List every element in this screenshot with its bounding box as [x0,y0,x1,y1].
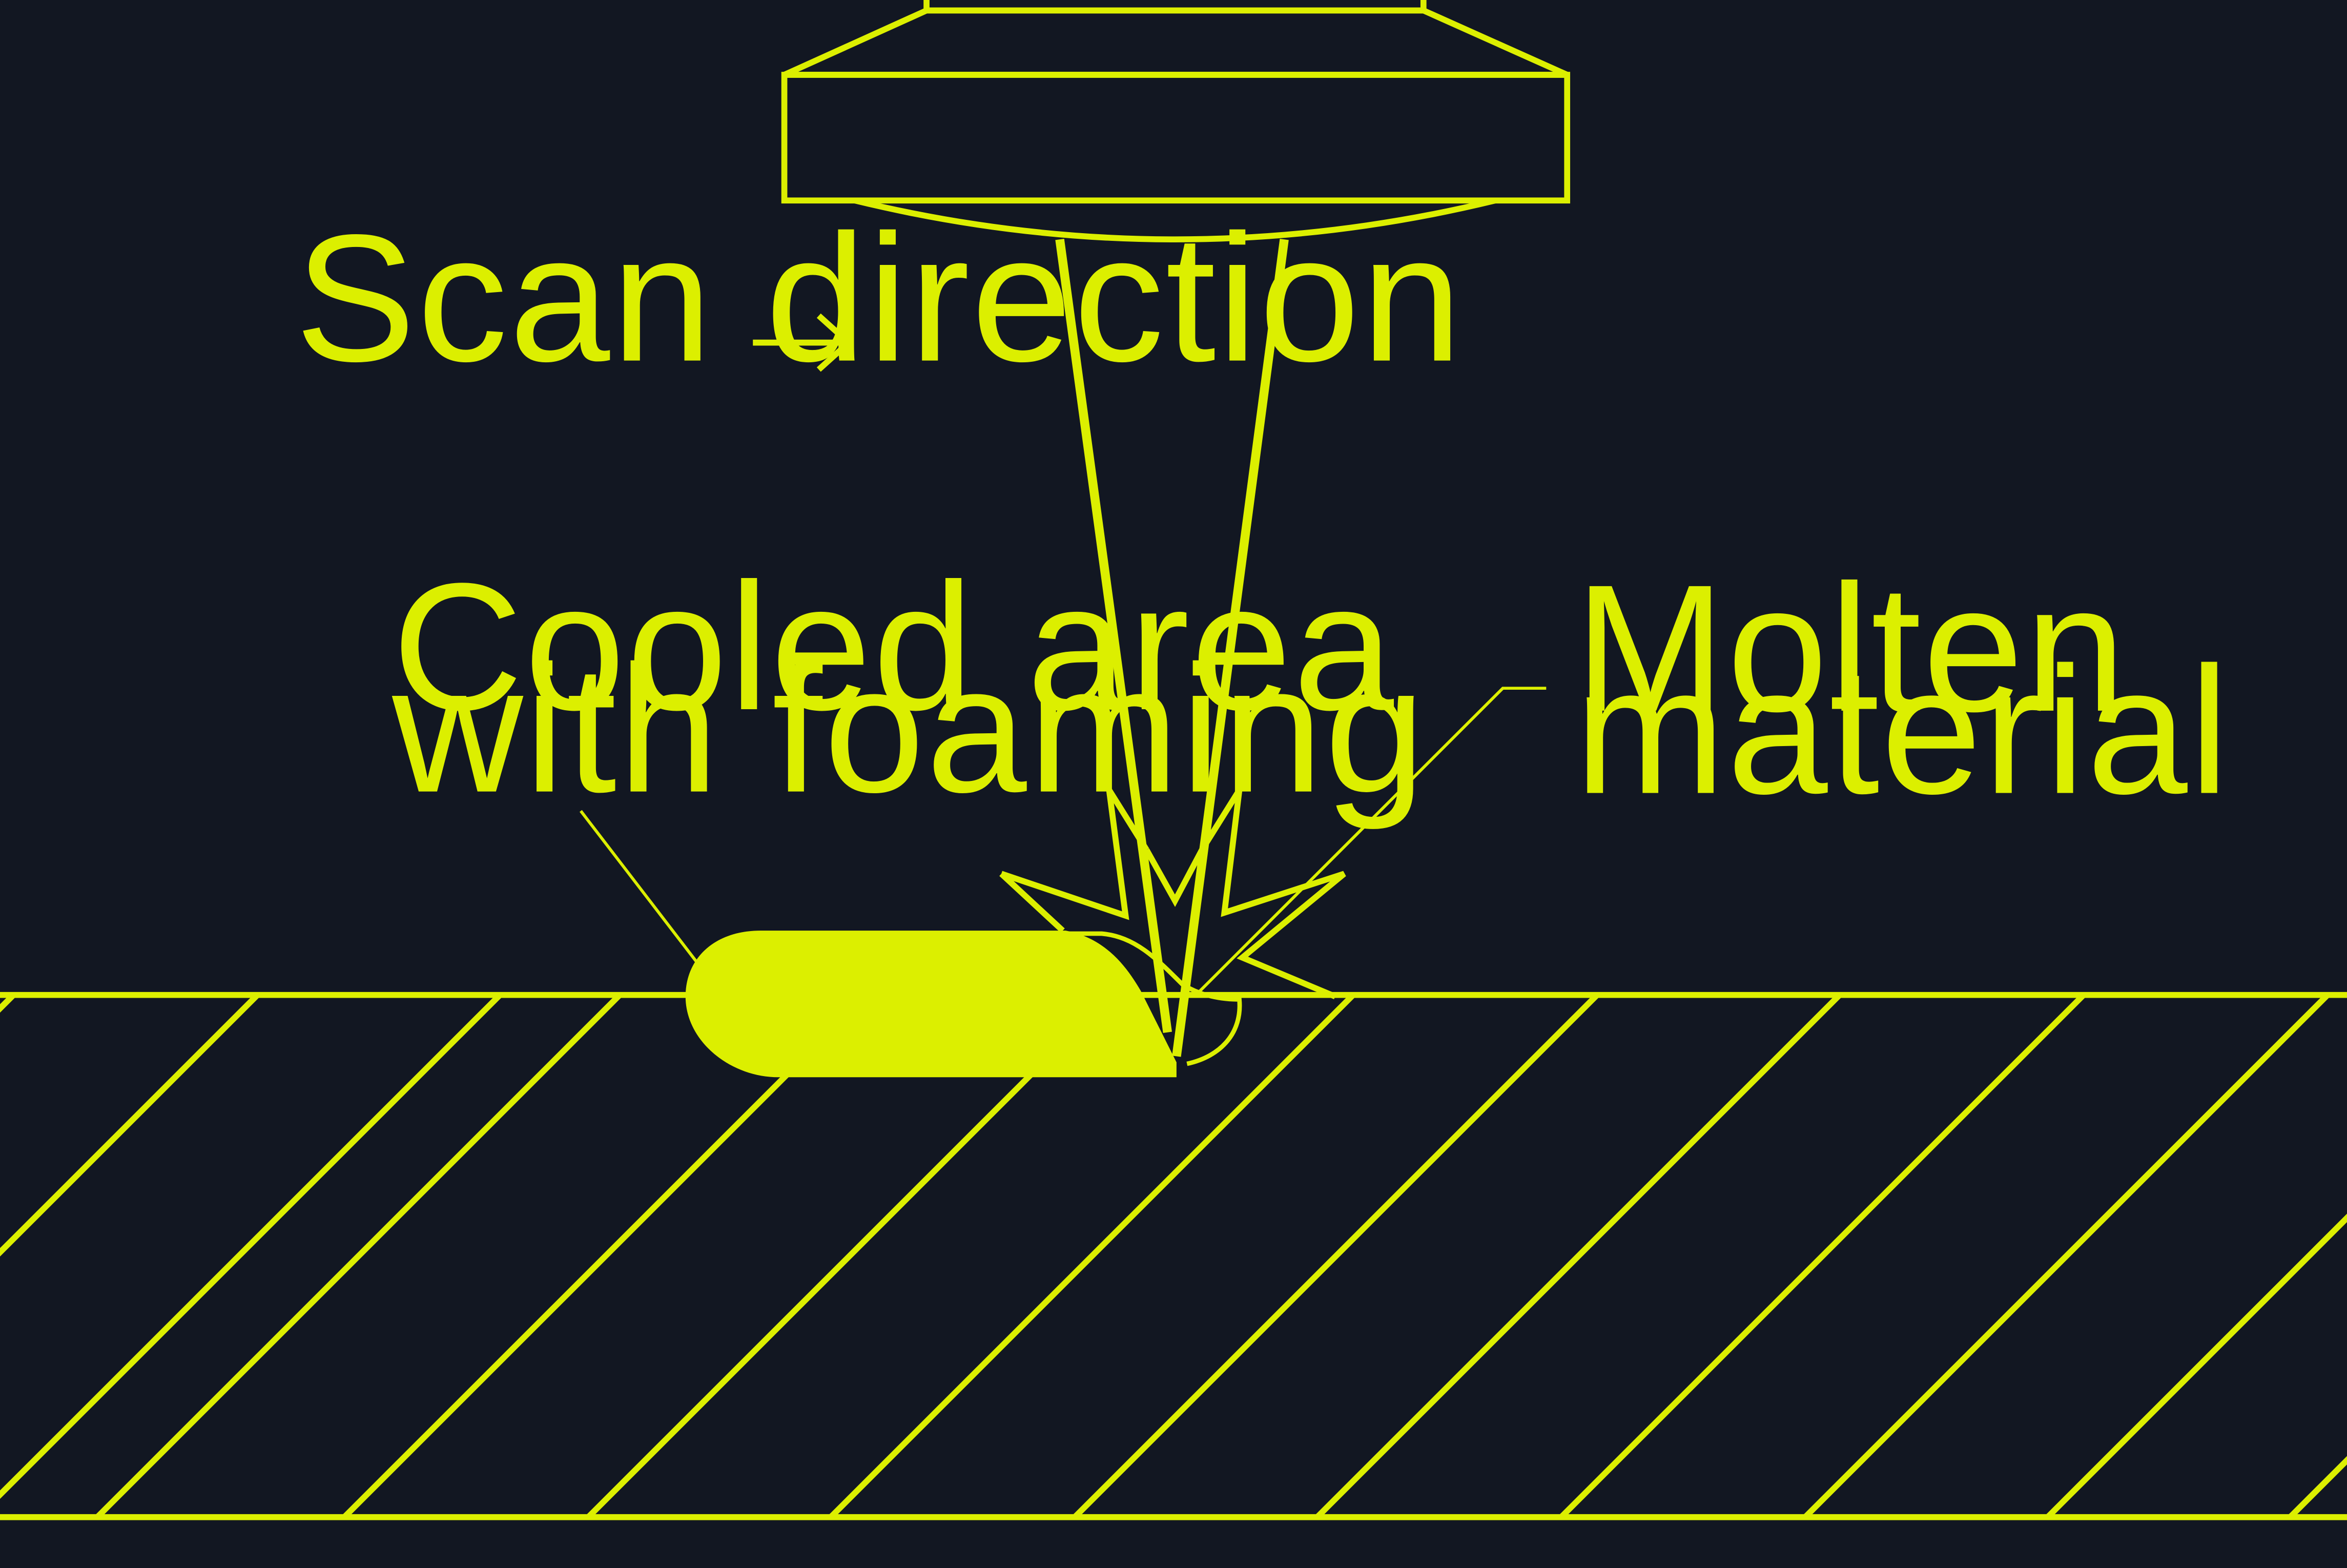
scan-direction-label: Scan direction [295,197,1464,399]
substrate [0,992,2347,1520]
cooled-area-label-line2: with foaming [389,628,1427,831]
substrate-hatching [0,995,2347,1517]
cooled-area-label-line1: Cooled area [392,545,1395,748]
laser-beam [1055,238,1289,1057]
laser-head-body [781,72,1571,204]
focusing-lens [854,197,1496,243]
molten-material-label-line2: material [1575,629,2231,832]
molten-material-label-line1: Molten [1575,547,2127,749]
cooled-area-bead [685,931,1177,1078]
cooled-area-leader-line [579,810,701,966]
laser-head-taper [783,7,1569,78]
spark-burst [999,788,1346,1000]
molten-pool [1065,931,1242,1066]
right-arrow-icon [753,313,853,372]
laser-head [781,0,1571,243]
molten-material-leader-line [1193,687,1547,998]
